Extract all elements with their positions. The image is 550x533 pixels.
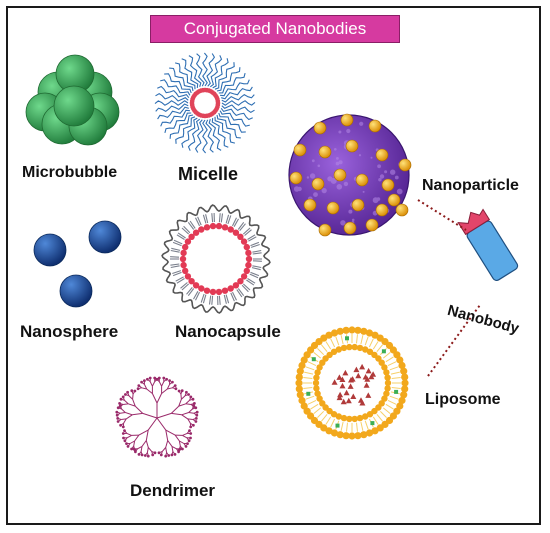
micelle-icon (154, 52, 256, 154)
nanoparticle-icon (288, 113, 412, 237)
nanobody-icon (457, 208, 519, 282)
micelle-label: Micelle (178, 164, 239, 184)
dendrimer-icon (115, 376, 199, 458)
nanocapsule-label: Nanocapsule (175, 322, 281, 341)
nanoparticle-label: Nanoparticle (422, 177, 519, 194)
microbubble-label: Microbubble (22, 164, 118, 181)
microbubble-icon (25, 54, 120, 146)
nanosphere-icon (33, 220, 122, 308)
dendrimer-label: Dendrimer (130, 481, 216, 500)
nanosphere-label: Nanosphere (20, 322, 119, 341)
liposome-label: Liposome (425, 391, 501, 408)
title-banner: Conjugated Nanobodies (150, 15, 400, 43)
liposome-icon (295, 326, 409, 440)
nanocapsule-icon (161, 204, 271, 314)
